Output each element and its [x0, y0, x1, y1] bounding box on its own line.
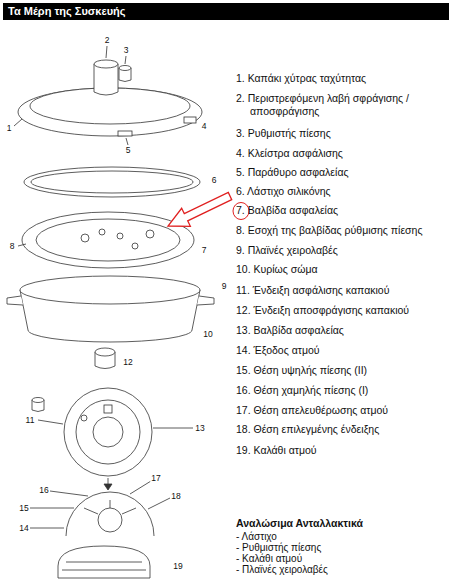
gasket-inner	[31, 171, 193, 193]
callout-number: 1	[6, 124, 13, 133]
dial-mark	[122, 508, 136, 514]
callout-number: 13	[194, 424, 205, 433]
pointer-arrow	[108, 478, 109, 484]
part-list-item: 9. Πλαϊνές χειρολαβές	[236, 244, 448, 257]
regulator-part-top	[95, 348, 115, 356]
lock-indicator-top	[32, 398, 44, 403]
lid-handle-top	[94, 60, 118, 68]
consumable-item: - Πλαϊνές χειρολαβές	[236, 564, 328, 575]
part-list-item: 17. Θέση απελευθέρωσης ατμού	[236, 404, 448, 417]
leader-line	[106, 46, 107, 58]
dial-detail	[66, 492, 154, 536]
callout-number: 15	[18, 504, 29, 513]
pot-handle	[197, 296, 214, 305]
page-title: Τα Μέρη της Συσκευής	[8, 5, 126, 18]
leader-line	[38, 420, 63, 424]
part-list-item: 4. Κλείστρα ασφάλισης	[236, 147, 448, 160]
pointer-arrowhead	[104, 484, 112, 490]
callout-number: 16	[38, 486, 49, 495]
callout-number: 17	[150, 474, 161, 483]
lid-hole	[99, 229, 105, 235]
lid-top-view	[64, 388, 152, 476]
callout-number: 18	[170, 492, 181, 501]
pot-handle	[7, 296, 23, 305]
lid-underside	[22, 212, 194, 268]
title-bar	[3, 3, 449, 20]
lid-top-valve	[104, 405, 112, 413]
consumable-item: - Καλάθι ατμού	[236, 553, 302, 564]
leader-line	[125, 56, 126, 64]
dial-mark	[84, 508, 98, 514]
cooker-drawing	[7, 46, 214, 578]
callout-number: 2	[104, 36, 111, 45]
lock-clip	[184, 117, 196, 123]
callout-number: 9	[221, 282, 228, 291]
part-list-item: 5. Παράθυρο ασφαλείας	[236, 166, 448, 179]
valve-recess	[81, 234, 89, 242]
consumable-item: - Λάστιχο	[236, 531, 277, 542]
callout-number: 4	[201, 122, 208, 131]
part-list-item: 19. Καλάθι ατμού	[236, 444, 448, 457]
callout-number: 7	[201, 246, 208, 255]
gasket-outer	[24, 167, 200, 197]
leader-line	[18, 244, 26, 246]
leader-line	[130, 481, 151, 494]
dial-center	[98, 508, 122, 532]
part-list-item: 8. Εσοχή της βαλβίδας ρύθμισης πίεσης	[236, 224, 448, 237]
leader-line	[148, 498, 170, 509]
consumables-heading: Αναλώσιμα Ανταλλακτικά	[236, 517, 363, 530]
part-list-item: 11. Ένδειξη ασφάλισης καπακιού	[236, 284, 448, 297]
part-list-item: 6. Λάστιχο σιλικόνης	[236, 185, 448, 198]
part-list-item: 10. Κυρίως σώμα	[236, 263, 448, 276]
callout-number: 19	[172, 562, 183, 571]
part-list-item: 14. Έξοδος ατμού	[236, 344, 448, 357]
leader-line	[153, 428, 193, 429]
red-pointer-arrow	[168, 192, 232, 226]
basket-slot	[66, 562, 142, 563]
part-list-item: 7. Βαλβίδα ασφαλείας	[236, 204, 448, 217]
part-list-item: 3. Ρυθμιστής πίεσης	[236, 127, 448, 140]
leader-line	[126, 138, 128, 145]
lid-underside-inner	[36, 219, 180, 261]
part-list-item: 1. Καπάκι χύτρας ταχύτητας	[236, 72, 448, 85]
part-list-item: 15. Θέση υψηλής πίεσης (ΙΙ)	[236, 364, 448, 377]
callout-number: 6	[211, 176, 218, 185]
consumable-item: - Ρυθμιστής πίεσης	[236, 542, 321, 553]
leader-line	[30, 528, 64, 529]
part-list-item: 13. Βαλβίδα ασφαλείας	[236, 324, 448, 337]
dial-mark	[110, 500, 111, 508]
lid-top-ring	[76, 400, 140, 464]
callout-number: 8	[9, 242, 16, 251]
lid-hole	[132, 243, 138, 249]
callout-number: 11	[25, 416, 36, 425]
safety-valve	[146, 230, 154, 238]
callout-number: 5	[125, 146, 132, 155]
lid-rim	[18, 88, 202, 136]
lid-hole	[117, 233, 123, 239]
part-list-item: 18. Θέση επιλεγμένης ένδειξης	[236, 423, 448, 436]
callout-number: 3	[123, 46, 130, 55]
part-list-item: 2. Περιστρεφόμενη λαβή σφράγισης /αποσφρ…	[236, 92, 448, 118]
part-list-item: 12. Ένδειξη αποσφράγισης καπακιού	[236, 304, 448, 317]
callout-number: 10	[202, 330, 213, 339]
leader-line	[50, 491, 88, 496]
leader-line	[14, 119, 22, 126]
lid-top-dial	[93, 417, 123, 447]
part-list-item: 16. Θέση χαμηλής πίεσης (Ι)	[236, 384, 448, 397]
pot-rim	[20, 276, 200, 304]
callout-number: 14	[18, 524, 29, 533]
steam-basket	[58, 546, 150, 578]
safety-window	[118, 131, 132, 136]
lid-top-mark	[81, 415, 87, 421]
pressure-regulator-top	[119, 66, 131, 71]
basket-slot	[62, 570, 146, 571]
callout-number: 12	[122, 358, 133, 367]
leader-line	[30, 508, 74, 509]
lid-handle	[94, 64, 118, 95]
